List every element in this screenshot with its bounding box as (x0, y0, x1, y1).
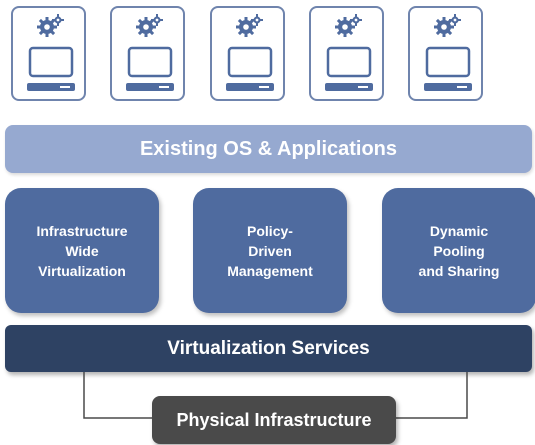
virtual-machine-2 (110, 6, 185, 101)
os-applications-layer: Existing OS & Applications (5, 125, 532, 173)
virtualization-services-label: Virtualization Services (167, 337, 370, 359)
monitor-icon (226, 46, 274, 91)
gears-icon (37, 14, 64, 37)
virtual-machine-1 (11, 6, 86, 101)
capability-dynamic-pooling-sharing: Dynamic Pooling and Sharing (382, 188, 535, 313)
physical-infrastructure-label: Physical Infrastructure (176, 409, 372, 430)
gears-icon (335, 14, 362, 37)
capability-infrastructure-wide-virtualization: Infrastructure Wide Virtualization (5, 188, 159, 313)
monitor-icon (126, 46, 174, 91)
gears-icon (236, 14, 263, 37)
virtualization-services-layer: Virtualization Services (5, 325, 532, 372)
virtual-machine-3 (210, 6, 285, 101)
monitor-icon (424, 46, 472, 91)
monitor-icon (325, 46, 373, 91)
monitor-icon (27, 46, 75, 91)
gears-icon (136, 14, 163, 37)
virtual-machine-5 (408, 6, 483, 101)
physical-infrastructure-layer: Physical Infrastructure (152, 396, 396, 444)
capability-label: Dynamic Pooling and Sharing (418, 222, 500, 279)
capability-label: Infrastructure Wide Virtualization (36, 222, 128, 279)
virtual-machine-4 (309, 6, 384, 101)
capability-label: Policy- Driven Management (227, 222, 313, 279)
os-applications-label: Existing OS & Applications (139, 137, 398, 160)
gears-icon (434, 14, 461, 37)
capability-policy-driven-management: Policy- Driven Management (193, 188, 347, 313)
